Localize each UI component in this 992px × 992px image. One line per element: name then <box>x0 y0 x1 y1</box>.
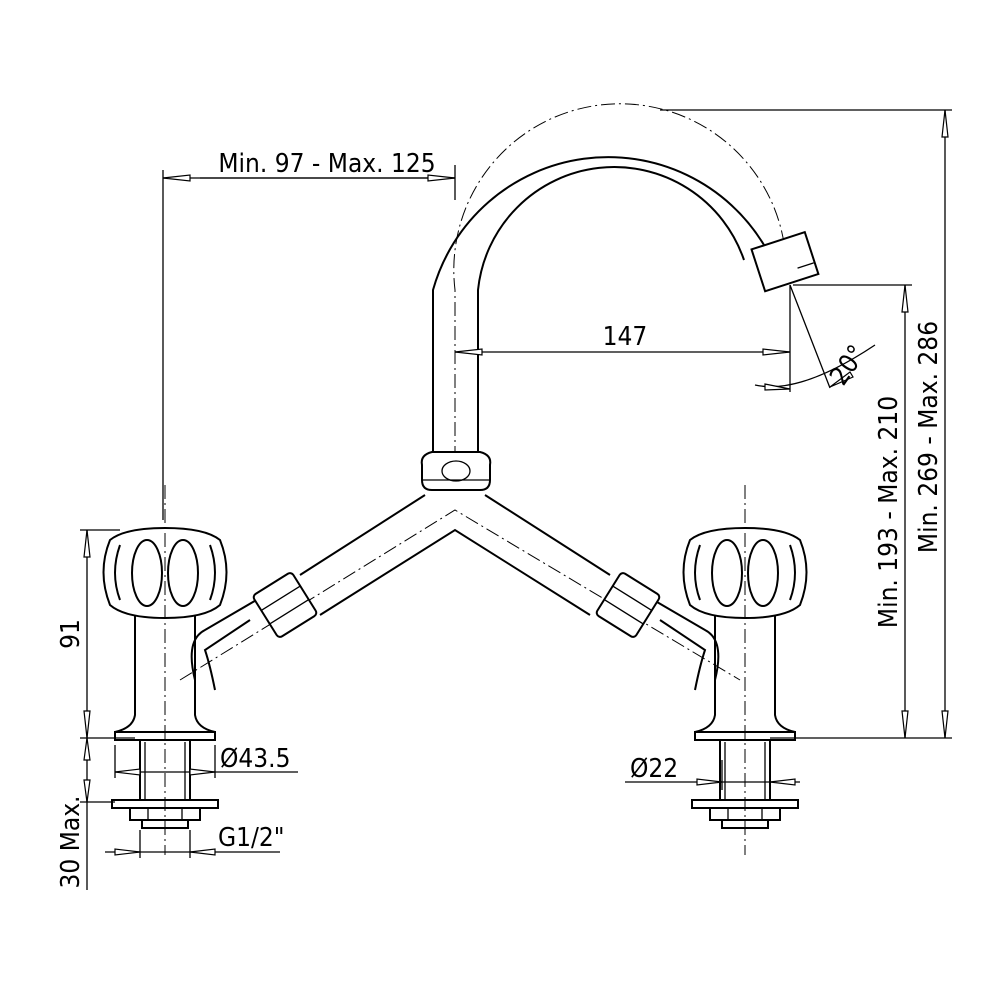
center-hub <box>420 451 492 491</box>
valve-height-label: 91 <box>56 619 86 649</box>
left-handle[interactable] <box>102 526 228 620</box>
left-union-nut <box>252 572 318 638</box>
right-handle[interactable] <box>682 526 808 620</box>
total-height-label: Min. 269 - Max. 286 <box>914 321 944 553</box>
base-diameter-label: Ø43.5 <box>220 744 290 774</box>
left-valve <box>102 485 228 855</box>
spout-offset-label: Min. 97 - Max. 125 <box>218 149 435 179</box>
spout <box>432 103 820 460</box>
spout-reach-label: 147 <box>603 322 648 352</box>
aerator-nozzle <box>750 230 820 293</box>
dimension-lines <box>80 109 952 890</box>
hole-diameter-label: Ø22 <box>630 754 678 784</box>
spout-angle-label: 20° <box>824 340 872 391</box>
outlet-height-label: Min. 193 - Max. 210 <box>874 396 904 628</box>
right-valve <box>682 485 808 855</box>
bridge-arms <box>179 451 741 691</box>
deck-thickness-label: 30 Max. <box>56 796 86 889</box>
right-union-nut <box>595 572 661 638</box>
thread-label: G1/2" <box>218 823 285 853</box>
